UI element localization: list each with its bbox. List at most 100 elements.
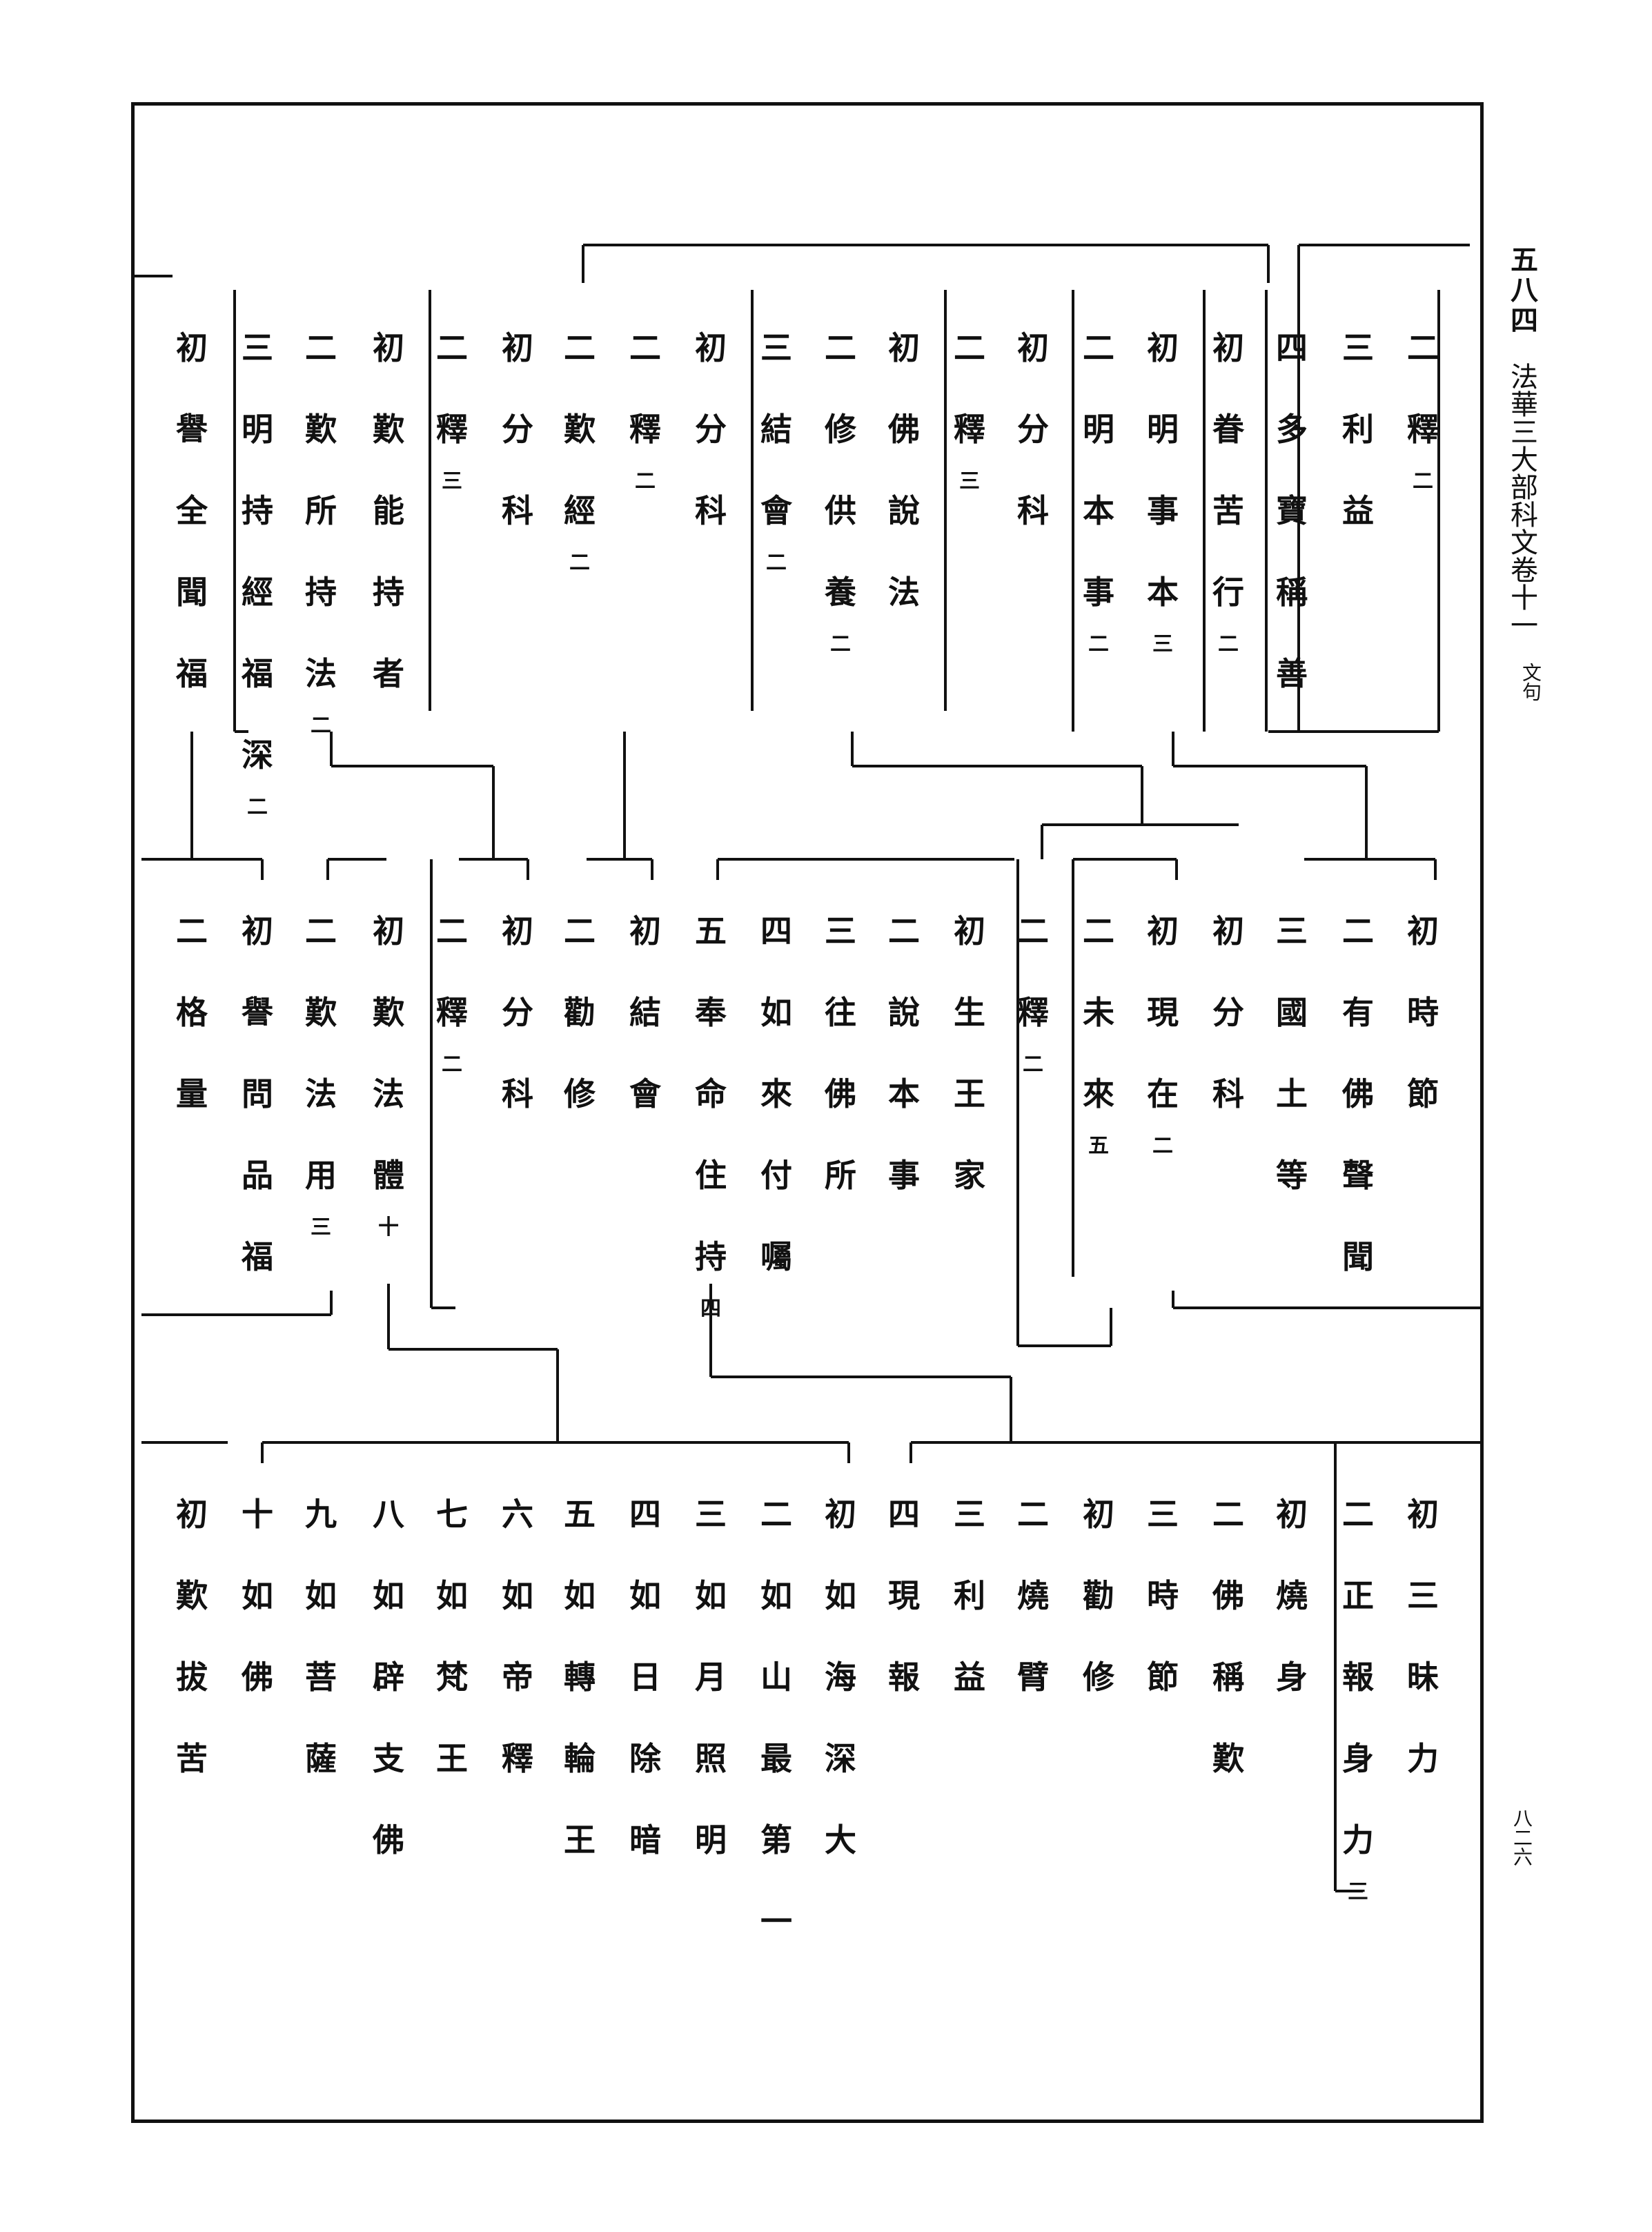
node-char: 歎 (373, 411, 404, 448)
node-char: 暗 (629, 1821, 661, 1859)
subdivision-count: 三 (959, 469, 980, 493)
node-number: 初 (1407, 912, 1439, 950)
node-char: 福 (176, 655, 208, 692)
node-char: 持 (373, 574, 404, 611)
node-char: 體 (373, 1157, 404, 1194)
node-char: 全 (176, 492, 208, 529)
band2-column: 初現在二 (1139, 890, 1187, 1158)
node-number: 初 (373, 912, 404, 950)
band3-column: 初歎拔苦 (168, 1474, 216, 1799)
band2-column: 五奉命住持四 (687, 890, 735, 1321)
node-char: 王 (954, 1075, 985, 1113)
node-char: 格 (176, 994, 208, 1031)
node-char: 來 (1083, 1075, 1114, 1113)
node-number: 初 (502, 329, 533, 366)
node-char: 事 (888, 1157, 920, 1194)
band3-column: 二燒臂 (1009, 1474, 1057, 1718)
node-number: 四 (760, 912, 792, 950)
node-number: 二 (305, 329, 337, 366)
node-number: 初 (954, 912, 985, 950)
node-char: 輪 (564, 1740, 596, 1777)
node-number: 三 (760, 329, 792, 366)
node-char: 囑 (760, 1238, 792, 1275)
band2-column: 二歎法用三 (297, 890, 345, 1240)
node-number: 二 (629, 329, 661, 366)
node-char: 燒 (1276, 1577, 1308, 1614)
node-number: 初 (1147, 329, 1179, 366)
band1-column: 二歎所持法二 (297, 307, 345, 738)
band2-column: 初分科 (1204, 890, 1252, 1135)
node-number: 二 (176, 912, 208, 950)
node-number: 二 (1017, 1496, 1049, 1533)
node-char: 說 (888, 492, 920, 529)
band2-column: 三往佛所 (816, 890, 865, 1216)
band1-column: 二釋二 (1399, 307, 1447, 493)
subdivision-count: 二 (569, 551, 590, 575)
node-char: 帝 (502, 1658, 533, 1696)
node-number: 四 (888, 1496, 920, 1533)
subdivision-count: 十 (378, 1215, 399, 1240)
node-char: 國 (1276, 994, 1308, 1031)
band2-column: 三國土等 (1268, 890, 1316, 1216)
band3-column: 九如菩薩 (297, 1474, 345, 1799)
node-char: 聞 (176, 574, 208, 611)
band3-column: 初如海深大 (816, 1474, 865, 1881)
band2-column: 二未來五 (1074, 890, 1123, 1158)
node-char: 節 (1407, 1075, 1439, 1113)
band2-column: 初生王家 (945, 890, 994, 1216)
node-char: 歎 (1212, 1740, 1244, 1777)
node-char: 釋 (436, 411, 468, 448)
subdivision-count: 二 (311, 714, 331, 738)
node-char: 釋 (629, 411, 661, 448)
node-char: 未 (1083, 994, 1114, 1031)
node-char: 如 (629, 1577, 661, 1614)
node-char: 事 (1083, 574, 1114, 611)
node-char: 深 (242, 736, 273, 774)
node-char: 說 (888, 994, 920, 1031)
node-char: 菩 (305, 1658, 337, 1696)
band1-column: 二釋二 (621, 307, 669, 493)
node-char: 佛 (1342, 1075, 1374, 1113)
band1-column: 初眷苦行二 (1204, 307, 1252, 656)
node-number: 初 (1407, 1496, 1439, 1533)
node-char: 臂 (1017, 1658, 1049, 1696)
node-char: 最 (760, 1740, 792, 1777)
node-number: 二 (305, 912, 337, 950)
band1-column: 二修供養二 (816, 307, 865, 656)
band3-column: 四現報 (880, 1474, 928, 1718)
subdivision-count: 三 (442, 469, 462, 493)
band2-column: 二格量 (168, 890, 216, 1135)
band3-column: 五如轉輪王 (555, 1474, 604, 1881)
node-char: 養 (825, 574, 856, 611)
node-char: 修 (564, 1075, 596, 1113)
node-number: 二 (888, 912, 920, 950)
node-number: 初 (1276, 1496, 1308, 1533)
node-char: 譽 (242, 994, 273, 1031)
node-number: 二 (1342, 1496, 1374, 1533)
band3-column: 七如梵王 (428, 1474, 476, 1799)
node-char: 會 (760, 492, 792, 529)
band1-column: 初分科 (1009, 307, 1057, 551)
node-char: 力 (1342, 1821, 1374, 1859)
node-char: 品 (242, 1157, 273, 1194)
node-char: 如 (242, 1577, 273, 1614)
node-number: 初 (176, 1496, 208, 1533)
node-char: 所 (825, 1157, 856, 1194)
node-number: 三 (825, 912, 856, 950)
node-char: 釋 (502, 1740, 533, 1777)
subdivision-count: 二 (830, 632, 851, 656)
node-char: 日 (629, 1658, 661, 1696)
node-char: 昧 (1407, 1658, 1439, 1696)
node-number: 初 (888, 329, 920, 366)
node-char: 能 (373, 492, 404, 529)
node-number: 十 (242, 1496, 273, 1533)
node-number: 二 (760, 1496, 792, 1533)
node-char: 科 (502, 1075, 533, 1113)
node-number: 六 (502, 1496, 533, 1533)
node-number: 初 (242, 912, 273, 950)
node-char: 利 (954, 1577, 985, 1614)
band3-column: 三時節 (1139, 1474, 1187, 1718)
node-number: 三 (954, 1496, 985, 1533)
node-number: 三 (1342, 329, 1374, 366)
subdivision-count: 二 (442, 1053, 462, 1077)
